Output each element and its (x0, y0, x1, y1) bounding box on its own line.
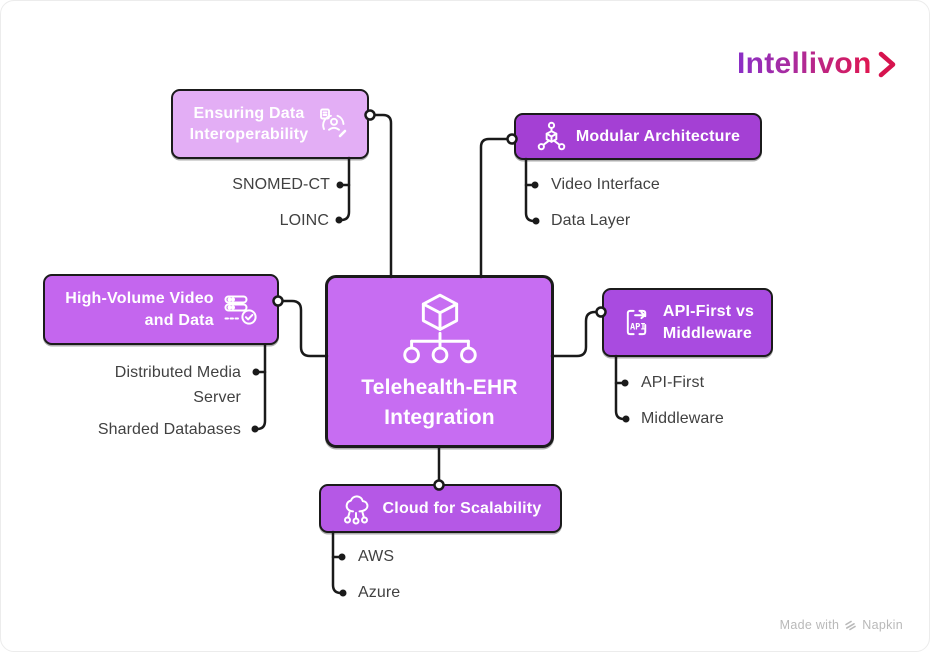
connector-interop-center (370, 113, 393, 279)
leaf-snomed-ct: SNOMED-CT (232, 176, 330, 193)
connector-modular-children (524, 157, 536, 223)
connector-cloud-children (331, 530, 343, 595)
leaf-sharded-databases: Sharded Databases (97, 421, 241, 438)
leaf-api-first: API-First (641, 374, 705, 391)
molecule-icon (536, 121, 567, 152)
server-check-icon (223, 294, 257, 326)
leaf-aws: AWS (358, 548, 395, 565)
branch-cloud-for-scalability[interactable]: Cloud for Scalability (319, 484, 562, 533)
cloud-network-icon (340, 493, 374, 525)
center-node-telehealth-ehr-integration[interactable]: Telehealth-EHR Integration (325, 275, 554, 448)
made-with-text: Made with (779, 618, 840, 632)
leaf-distributed-media-server: Distributed Media Server (114, 364, 241, 406)
branch-title: Ensuring Data Interoperability (189, 104, 309, 143)
connector-highvol-center (275, 299, 329, 358)
napkin-logo-icon (845, 620, 857, 630)
leaf-azure: Azure (358, 584, 401, 601)
branch-ensuring-data-interoperability[interactable]: Ensuring Data Interoperability (171, 89, 369, 159)
connector-modular-center (479, 137, 512, 279)
branch-title: High-Volume Video and Data (65, 290, 214, 329)
branch-title: Modular Architecture (575, 127, 741, 145)
branch-title: Cloud for Scalability (382, 499, 542, 517)
leaf-loinc: LOINC (279, 212, 329, 229)
cube-hierarchy-icon (393, 290, 487, 367)
napkin-brand-text: Napkin (862, 618, 903, 632)
connector-api-children (614, 354, 626, 421)
svg-text:API: API (630, 322, 646, 332)
connector-interop-children (339, 156, 351, 222)
leaf-middleware: Middleware (641, 410, 724, 427)
user-sync-icon (317, 108, 350, 140)
branch-modular-architecture[interactable]: Modular Architecture (514, 113, 762, 160)
leaf-data-layer: Data Layer (551, 212, 631, 229)
logo-text: Intellivon (737, 47, 872, 80)
connector-api-center (550, 310, 602, 358)
chevron-right-icon (878, 51, 895, 77)
intellivon-logo: Intellivon (737, 47, 899, 81)
leaf-video-interface: Video Interface (551, 176, 660, 193)
api-doc-icon: API (621, 307, 654, 338)
made-with-napkin[interactable]: Made with Napkin (780, 618, 903, 632)
center-title: Telehealth-EHR Integration (361, 376, 518, 429)
branch-api-first-vs-middleware[interactable]: API API-First vs Middleware (602, 288, 773, 357)
branch-high-volume-video-and-data[interactable]: High-Volume Video and Data (43, 274, 279, 345)
branch-title: API-First vs Middleware (662, 303, 755, 342)
connector-highvol-children (255, 343, 267, 431)
